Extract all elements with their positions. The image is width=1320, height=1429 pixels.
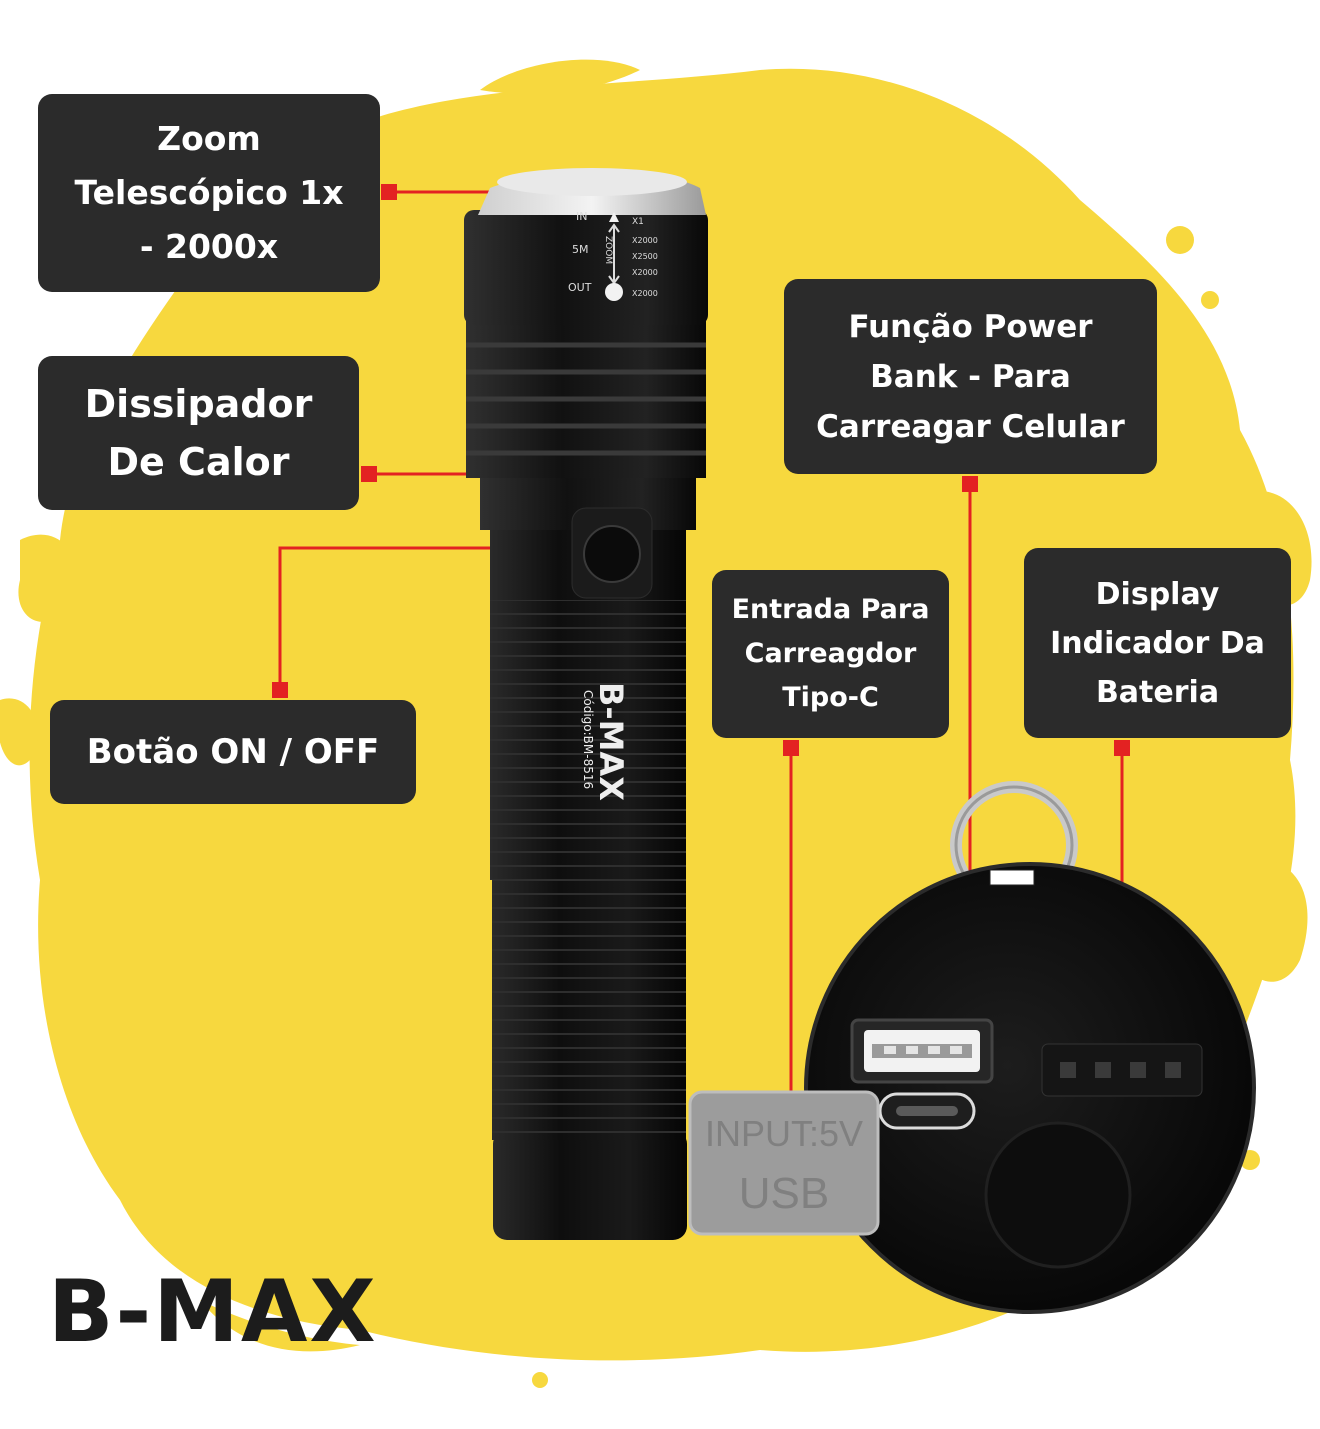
zoom-ring-in: IN: [576, 210, 587, 223]
zoom-ring-x2500: X2500: [632, 252, 658, 261]
label-power-button: Botão ON / OFF: [50, 700, 416, 804]
label-zoom-text: Zoom Telescópico 1x - 2000x: [74, 119, 344, 266]
label-zoom: Zoom Telescópico 1x - 2000x: [38, 94, 380, 292]
flashlight: IN 5M OUT X1 X2000 X2500 X2000 X2000 ZOO…: [464, 168, 708, 1240]
plug-input-text: INPUT:5V: [705, 1113, 863, 1154]
zoom-ring-x1: X1: [632, 217, 644, 227]
label-power-bank: Função Power Bank - Para Carreagar Celul…: [784, 279, 1157, 474]
battery-indicator-leds: [1041, 1043, 1203, 1097]
flashlight-model-text: Código:BM-8516: [581, 690, 595, 789]
flashlight-brand-text: B-MAX: [592, 682, 630, 801]
zoom-ring-x2000-a: X2000: [632, 236, 658, 245]
label-power-bank-text: Função Power Bank - Para Carreagar Celul…: [816, 308, 1125, 445]
zoom-ring-distance: 5M: [572, 243, 589, 256]
usb-a-port-icon: [850, 1018, 994, 1084]
zoom-ring-out: OUT: [568, 281, 592, 294]
label-heat-sink-text: Dissipador De Calor: [84, 382, 313, 484]
zoom-ring-zoom: ZOOM: [603, 236, 613, 264]
end-cap-power-bank: INPUT:5V USB: [688, 781, 1256, 1314]
label-battery-display: Display Indicador Da Bateria: [1024, 548, 1291, 738]
zoom-in-triangle-icon: [609, 212, 619, 222]
brand-logo: B-MAX: [48, 1262, 378, 1362]
plug-usb-text: USB: [739, 1169, 829, 1218]
label-power-button-text: Botão ON / OFF: [86, 732, 380, 772]
usb-c-port-icon: [878, 1092, 976, 1130]
label-battery-display-text: Display Indicador Da Bateria: [1050, 576, 1265, 710]
rubber-input-plug: INPUT:5V USB: [688, 1090, 880, 1236]
zoom-ring-x2000-b: X2000: [632, 268, 658, 277]
zoom-ring-x2000-c: X2000: [632, 289, 658, 298]
zoom-out-dot-icon: [605, 283, 623, 301]
callout-dots: [272, 184, 1130, 756]
label-heat-sink: Dissipador De Calor: [38, 356, 359, 510]
label-usb-c-input: Entrada Para Carreagdor Tipo-C: [712, 570, 949, 738]
label-usb-c-input-text: Entrada Para Carreagdor Tipo-C: [731, 594, 930, 713]
